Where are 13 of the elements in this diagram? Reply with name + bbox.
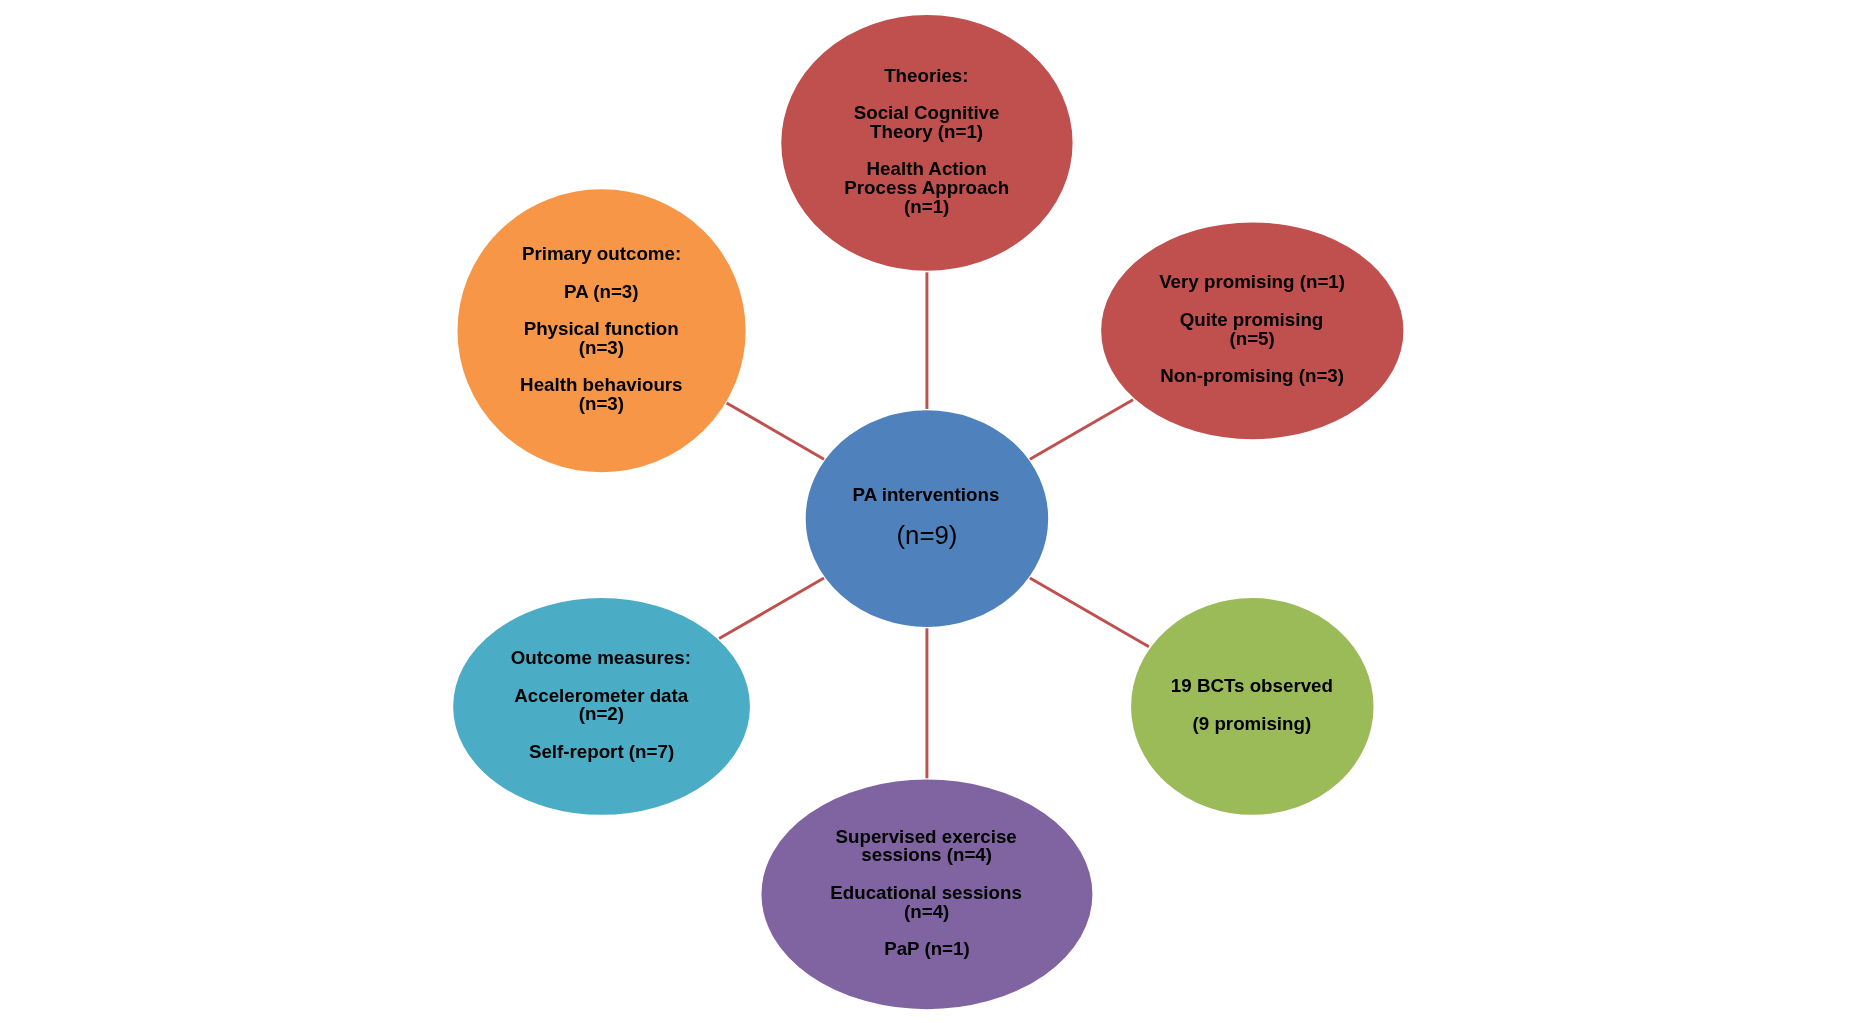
node-ellipse: Very promising (n=1) Quite promising (n=5) Non-promising (n=3) bbox=[1098, 219, 1406, 441]
connector bbox=[725, 401, 825, 460]
node-ellipse: Outcome measures: Accelerometer data (n=2) Self-report (n=7) bbox=[450, 595, 752, 817]
node-circle: Primary outcome: PA (n=3) Physical function (n=3) Health behaviours (n=3) bbox=[454, 186, 748, 475]
connector bbox=[1028, 397, 1134, 460]
connector bbox=[1028, 576, 1150, 648]
connector bbox=[717, 576, 825, 640]
node-ellipse: Supervised exercise sessions (n=4) Educational sessions (n=4) PaP (n=1) bbox=[758, 776, 1095, 1011]
connector bbox=[924, 627, 928, 778]
node-ellipse: 19 BCTs observed (9 promising) bbox=[1128, 595, 1376, 817]
node-ellipse: PA interventions (n=9) bbox=[802, 407, 1050, 629]
connector bbox=[924, 271, 928, 409]
node-ellipse: Theories: Social Cognitive Theory (n=1) Health Action Process Approach (n=1) bbox=[778, 12, 1075, 273]
